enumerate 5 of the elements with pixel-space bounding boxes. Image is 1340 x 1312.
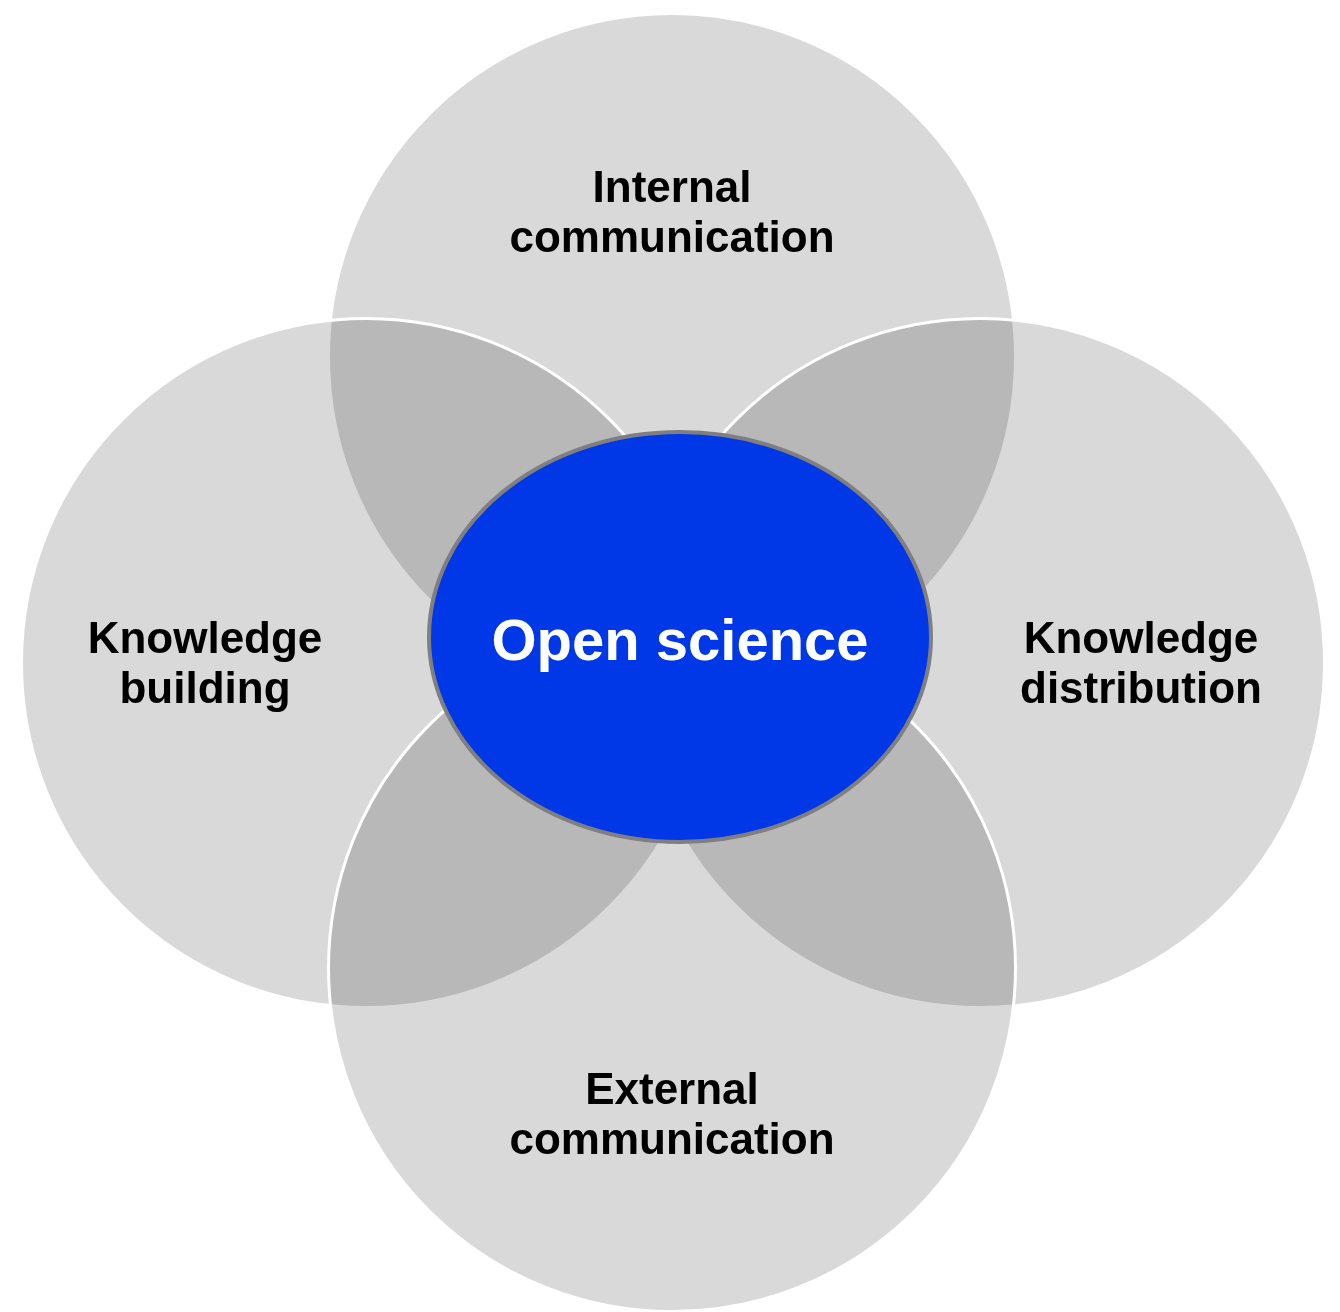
circle-label: Knowledge distribution <box>1019 613 1263 713</box>
circle-label: Internal communication <box>508 162 836 262</box>
circle-label: Knowledge building <box>86 613 324 713</box>
circle-label: External communication <box>508 1064 836 1164</box>
center-label: Open science <box>490 606 870 674</box>
